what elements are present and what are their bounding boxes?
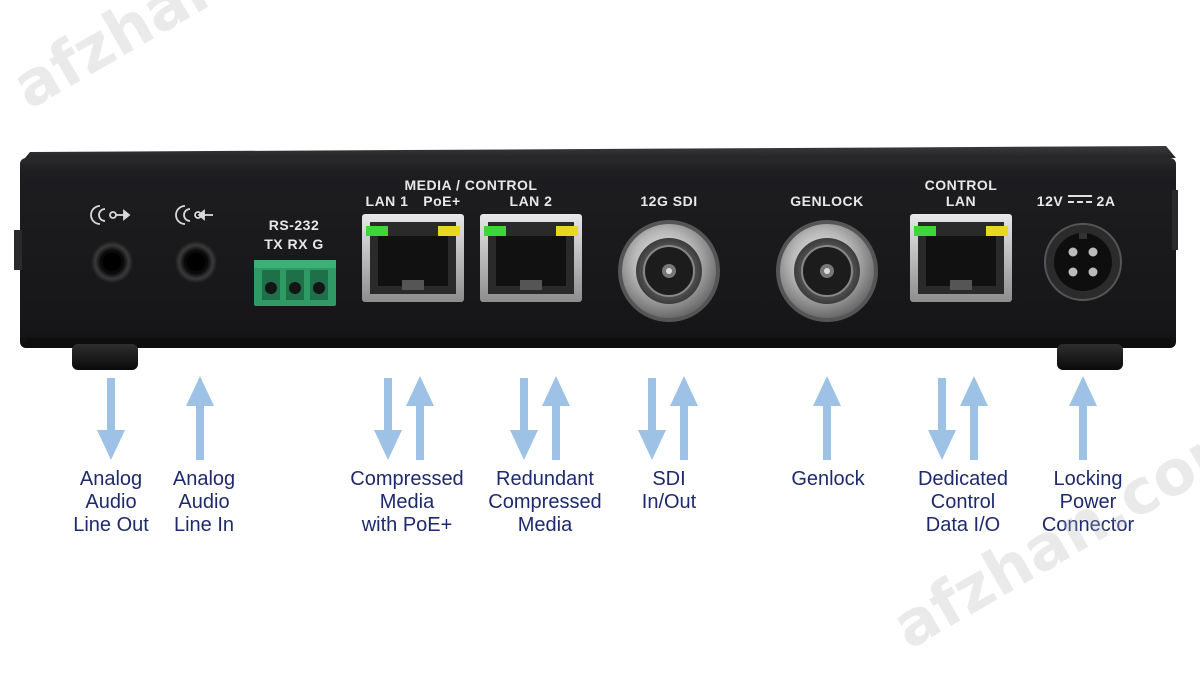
lan1-led-link xyxy=(366,226,388,236)
label-lan1: LAN 1 xyxy=(365,193,409,209)
caption-audio-out: Analog Audio Line Out xyxy=(73,468,149,536)
label-power-current: 2A xyxy=(1096,193,1116,209)
arrow-power-up xyxy=(1069,376,1097,460)
lan1-led-activity xyxy=(438,226,460,236)
locking-power-connector xyxy=(1044,223,1122,301)
genlock-bnc-connector xyxy=(776,220,878,322)
label-rs232: RS-232 xyxy=(268,217,320,233)
label-lan2: LAN 2 xyxy=(509,193,553,209)
foot-left xyxy=(72,344,138,370)
control-lan-led-activity xyxy=(986,226,1008,236)
caption-sdi: SDI In/Out xyxy=(641,468,697,513)
chassis-bottom-edge xyxy=(26,338,1170,348)
lan2-port xyxy=(480,214,582,302)
audio-in-icon xyxy=(175,205,213,225)
label-sdi: 12G SDI xyxy=(640,193,698,209)
arrow-sdi-up xyxy=(670,376,698,460)
arrow-audio-in-up xyxy=(186,376,214,460)
arrow-lan2-up xyxy=(542,376,570,460)
arrow-lan1-up xyxy=(406,376,434,460)
lan2-led-activity xyxy=(556,226,578,236)
caption-lan2: Redundant Compressed Media xyxy=(488,468,602,536)
dc-symbol-icon xyxy=(1068,195,1092,203)
signal-arrows xyxy=(97,376,1097,460)
lan1-port xyxy=(362,214,464,302)
foot-right xyxy=(1057,344,1123,370)
sdi-bnc-connector xyxy=(618,220,720,322)
caption-genlock: Genlock xyxy=(791,468,865,490)
side-bracket-right xyxy=(1172,190,1178,250)
arrow-genlock-up xyxy=(813,376,841,460)
arrow-lan1-down xyxy=(374,378,402,460)
control-lan-port xyxy=(910,214,1012,302)
control-lan-led-link xyxy=(914,226,936,236)
label-media-control: MEDIA / CONTROL xyxy=(404,177,538,193)
arrow-audio-out-down xyxy=(97,378,125,460)
caption-audio-in: Analog Audio Line In xyxy=(172,468,236,536)
side-bracket-left xyxy=(14,230,22,270)
arrow-control-up xyxy=(960,376,988,460)
rs232-terminal-block xyxy=(254,260,336,306)
label-rs232-pins: TX RX G xyxy=(264,236,324,252)
arrow-control-down xyxy=(928,378,956,460)
label-poe: PoE+ xyxy=(423,193,461,209)
arrow-lan2-down xyxy=(510,378,538,460)
caption-lan1: Compressed Media with PoE+ xyxy=(350,468,464,536)
caption-control: Dedicated Control Data I/O xyxy=(917,468,1009,536)
audio-out-icon xyxy=(90,205,131,225)
label-control-lan: LAN xyxy=(945,193,977,209)
label-genlock: GENLOCK xyxy=(790,193,864,209)
lan2-led-link xyxy=(484,226,506,236)
label-power-voltage: 12V xyxy=(1036,193,1064,209)
caption-power: Locking Power Connector xyxy=(1041,468,1135,536)
label-control: CONTROL xyxy=(924,177,998,193)
arrow-sdi-down xyxy=(638,378,666,460)
